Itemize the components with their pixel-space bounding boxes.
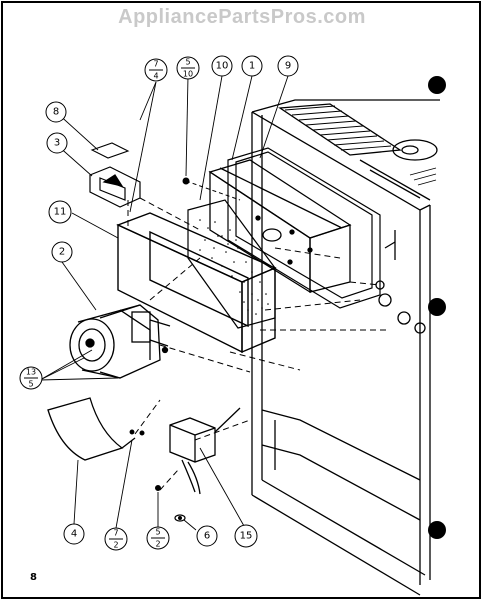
registration-dot xyxy=(428,298,446,316)
cabinet-vent-grille xyxy=(284,105,437,186)
svg-text:2: 2 xyxy=(155,540,160,549)
callout-10: 10 xyxy=(211,55,233,77)
svg-text:9: 9 xyxy=(285,61,291,72)
callout-1: 1 xyxy=(241,55,263,77)
part-9-gasket-frame xyxy=(227,147,381,309)
svg-text:2: 2 xyxy=(59,247,65,258)
callout-9: 9 xyxy=(277,55,299,77)
furnace-cabinet xyxy=(251,99,440,596)
page-number: 8 xyxy=(30,572,37,583)
svg-text:5: 5 xyxy=(155,528,160,537)
part-11-collar xyxy=(116,212,277,354)
svg-text:7: 7 xyxy=(153,60,158,69)
svg-text:4: 4 xyxy=(71,529,77,540)
svg-text:2: 2 xyxy=(113,541,118,550)
svg-text:11: 11 xyxy=(54,207,67,218)
svg-text:5: 5 xyxy=(28,380,33,389)
registration-dot xyxy=(428,76,446,94)
callout-15: 15 xyxy=(234,524,258,548)
part-8-label xyxy=(90,142,130,159)
svg-text:10: 10 xyxy=(216,61,229,72)
svg-text:15: 15 xyxy=(240,531,253,542)
callout-4: 4 xyxy=(63,523,85,545)
registration-dot xyxy=(428,521,446,539)
callout-6: 6 xyxy=(196,525,218,547)
svg-text:3: 3 xyxy=(54,138,60,149)
callout-2: 2 xyxy=(51,241,73,263)
svg-text:4: 4 xyxy=(153,72,158,81)
callout-11: 11 xyxy=(48,200,72,224)
svg-text:7: 7 xyxy=(113,529,118,538)
screw-5-10 xyxy=(182,177,241,201)
callout-13-5: 13 5 xyxy=(19,366,43,390)
part-2-blower-motor xyxy=(69,304,171,379)
callout-8: 8 xyxy=(45,101,67,123)
svg-text:10: 10 xyxy=(183,70,193,79)
svg-text:5: 5 xyxy=(185,58,190,67)
callout-7-2: 7 2 xyxy=(104,527,128,551)
svg-text:6: 6 xyxy=(204,531,210,542)
callout-3: 3 xyxy=(46,132,68,154)
watermark: AppliancePartsPros.com xyxy=(118,6,366,28)
callout-5-2: 5 2 xyxy=(146,526,170,550)
svg-text:1: 1 xyxy=(249,61,255,72)
assembly-lines xyxy=(127,197,388,491)
leader-lines xyxy=(39,75,289,531)
svg-text:8: 8 xyxy=(53,107,59,118)
callout-5-10: 5 10 xyxy=(176,56,200,80)
callout-7-4: 7 4 xyxy=(144,58,168,82)
part-15-control-box xyxy=(169,407,241,495)
part-4-shield xyxy=(47,397,136,461)
svg-text:13: 13 xyxy=(26,368,36,377)
screws-bottom xyxy=(139,430,186,522)
